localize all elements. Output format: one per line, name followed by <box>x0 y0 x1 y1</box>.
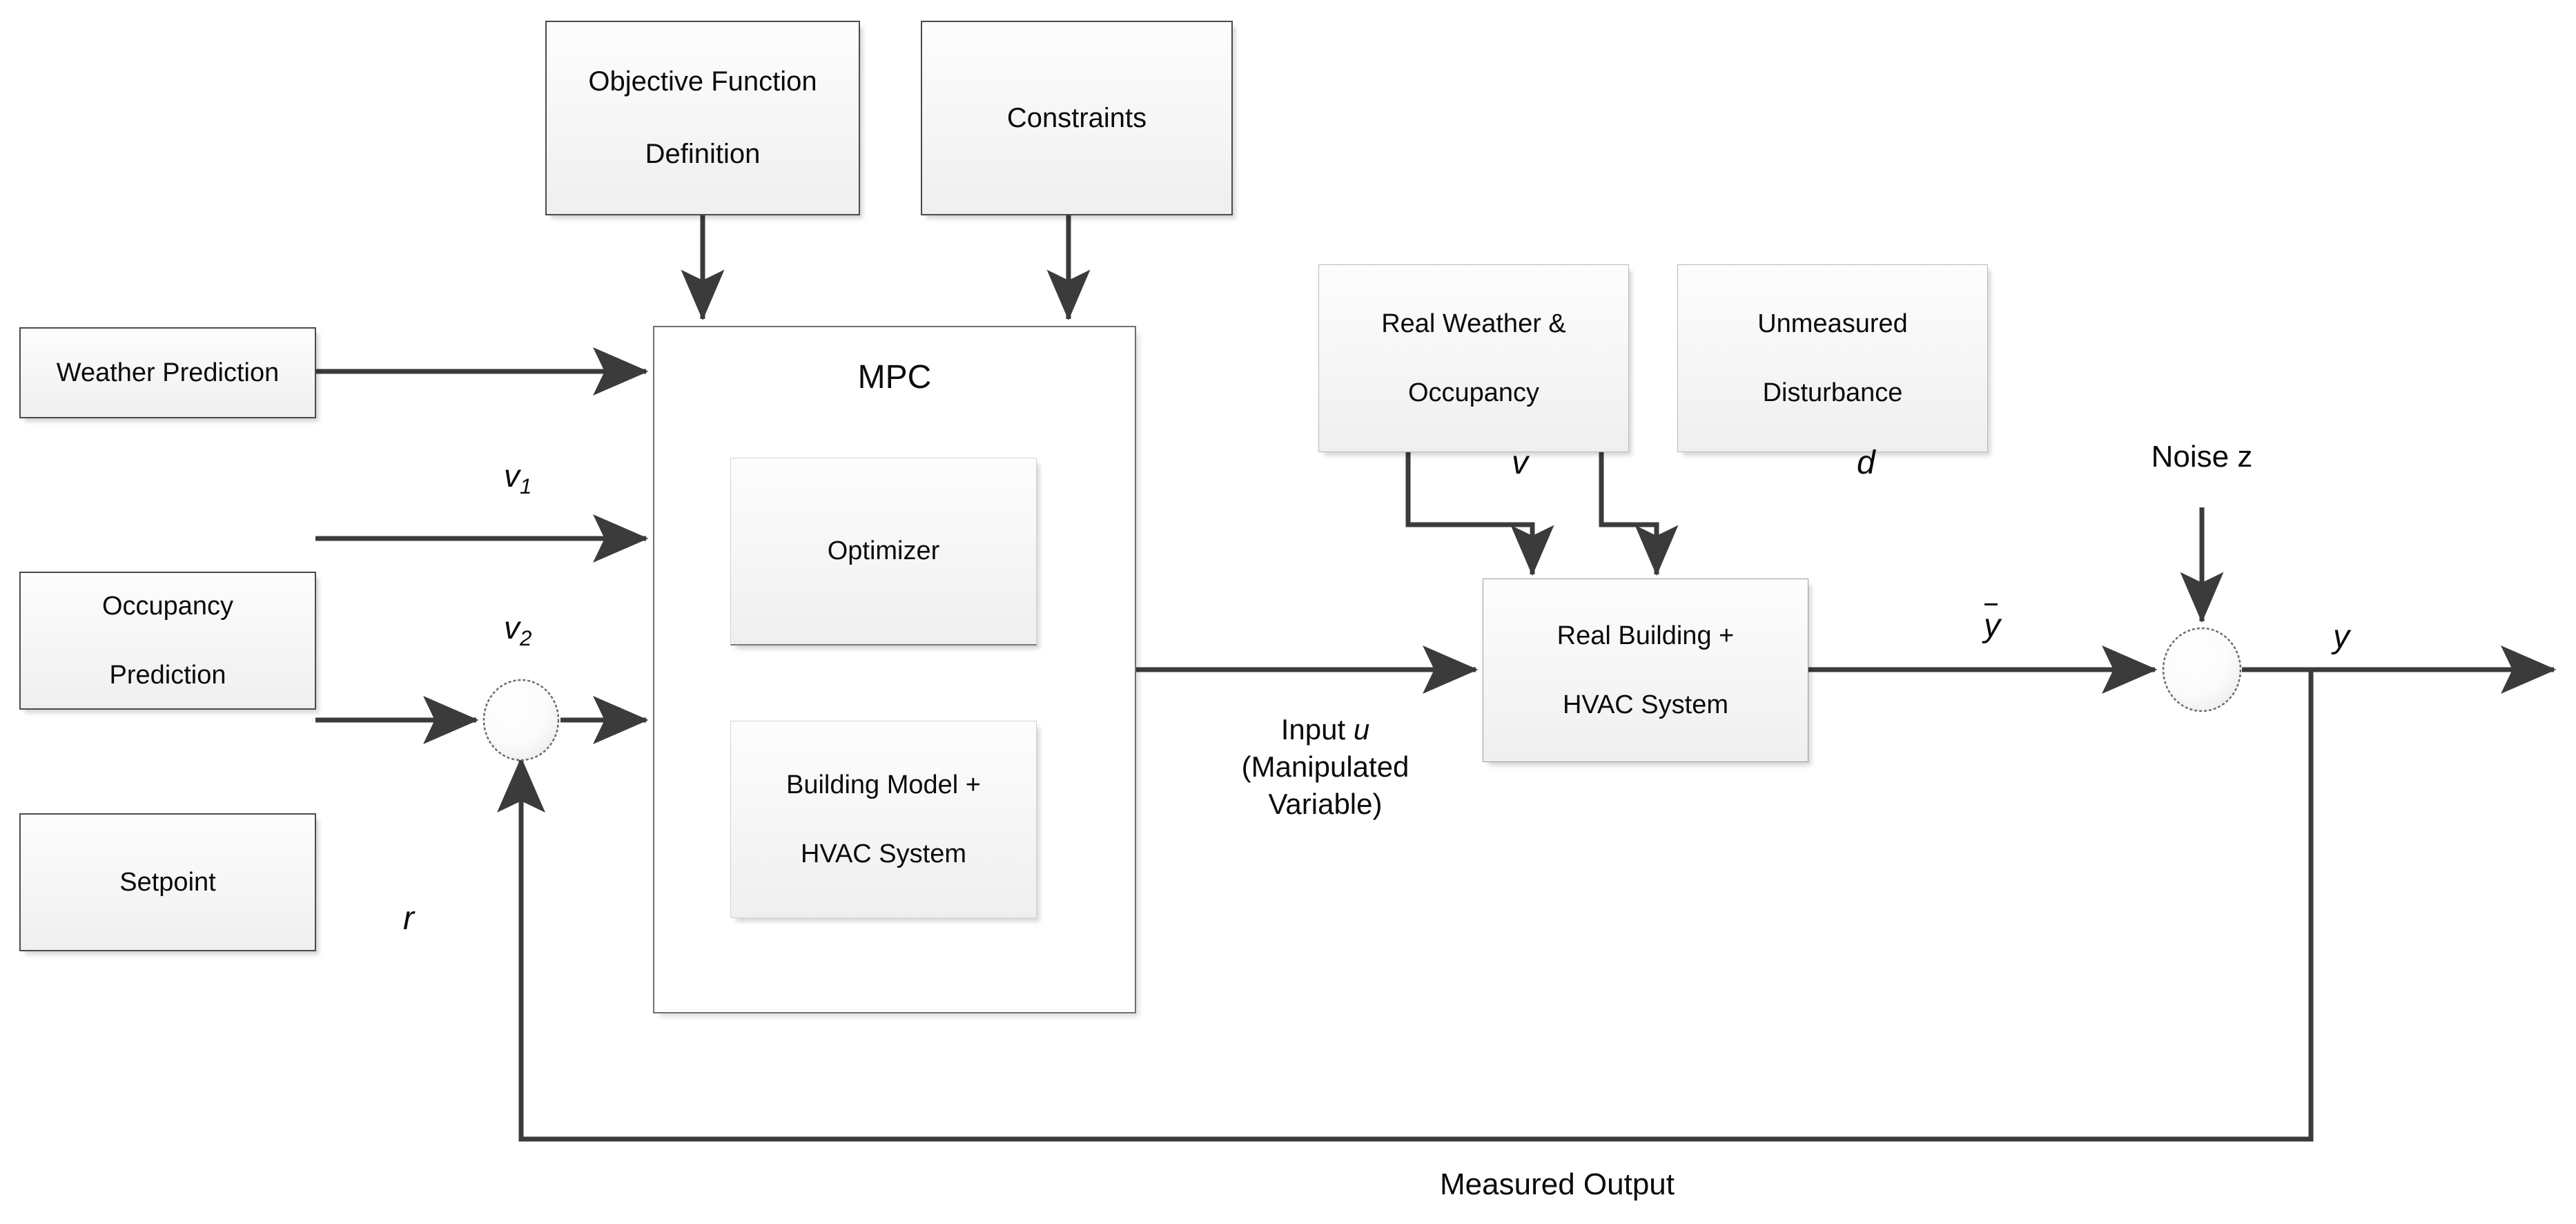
signal-label-v1: v1 <box>504 456 531 501</box>
objective-line-2: Definition <box>645 139 761 170</box>
objective-line-1: Objective Function <box>588 66 817 97</box>
signal-v1-subscript: 1 <box>520 474 532 499</box>
block-constraints-label: Constraints <box>1006 102 1147 133</box>
signal-label-v: v <box>1512 445 1528 481</box>
block-real-weather-occupancy[interactable]: Real Weather & Occupancy <box>1318 264 1629 452</box>
real-building-line-1: Real Building + <box>1557 621 1735 650</box>
signal-v2-symbol: v <box>504 610 520 645</box>
signal-label-input-u: Input u (Manipulated Variable) <box>1242 711 1409 822</box>
mpc-title: MPC <box>857 359 932 396</box>
real-weather-line-1: Real Weather & <box>1381 309 1566 338</box>
block-setpoint[interactable]: Setpoint <box>19 813 316 951</box>
block-real-weather-occupancy-label: Real Weather & Occupancy <box>1367 307 1580 410</box>
real-weather-line-2: Occupancy <box>1407 378 1540 408</box>
occupancy-line-1: Occupancy <box>101 591 234 621</box>
signal-v1-symbol: v <box>504 458 520 494</box>
input-u-line-2: (Manipulated <box>1241 750 1409 783</box>
building-model-line-2: HVAC System <box>800 839 966 869</box>
block-weather-prediction-label: Weather Prediction <box>56 358 280 387</box>
block-unmeasured-disturbance[interactable]: Unmeasured Disturbance <box>1677 264 1988 452</box>
block-objective-function-definition-label: Objective Function Definition <box>574 64 830 173</box>
y-bar-symbol: y <box>1984 603 2000 647</box>
signal-label-v2: v2 <box>504 608 531 652</box>
real-building-line-2: HVAC System <box>1562 690 1728 720</box>
signal-label-measured-output: Measured Output <box>1440 1167 1675 1201</box>
input-u-prefix: Input <box>1280 713 1354 746</box>
block-real-building-hvac[interactable]: Real Building + HVAC System <box>1483 579 1808 762</box>
signal-v2-subscript: 2 <box>520 626 532 651</box>
signal-label-d: d <box>1857 445 1875 481</box>
unmeasured-line-1: Unmeasured <box>1757 309 1908 338</box>
block-optimizer[interactable]: Optimizer <box>730 458 1037 645</box>
input-u-line-3: Variable) <box>1268 787 1383 820</box>
block-constraints[interactable]: Constraints <box>921 21 1233 215</box>
unmeasured-line-2: Disturbance <box>1762 378 1903 408</box>
block-weather-prediction[interactable]: Weather Prediction <box>19 327 316 418</box>
block-occupancy-prediction[interactable]: Occupancy Prediction <box>19 572 316 710</box>
block-building-model-hvac[interactable]: Building Model + HVAC System <box>730 721 1037 918</box>
block-real-building-hvac-label: Real Building + HVAC System <box>1543 619 1748 722</box>
signal-label-noise-z: Noise z <box>2151 440 2253 474</box>
block-objective-function-definition[interactable]: Objective Function Definition <box>545 21 860 215</box>
block-unmeasured-disturbance-label: Unmeasured Disturbance <box>1744 307 1922 410</box>
block-optimizer-label: Optimizer <box>827 536 940 566</box>
occupancy-line-2: Prediction <box>109 661 226 690</box>
block-building-model-hvac-label: Building Model + HVAC System <box>772 768 995 871</box>
building-model-line-1: Building Model + <box>786 770 981 799</box>
signal-label-y-bar: y <box>1984 603 2000 647</box>
input-u-symbol: u <box>1353 713 1370 746</box>
signal-label-y: y <box>2333 619 2350 655</box>
block-occupancy-prediction-label: Occupancy Prediction <box>88 589 247 692</box>
block-setpoint-label: Setpoint <box>119 867 216 897</box>
signal-label-r: r <box>403 900 414 937</box>
